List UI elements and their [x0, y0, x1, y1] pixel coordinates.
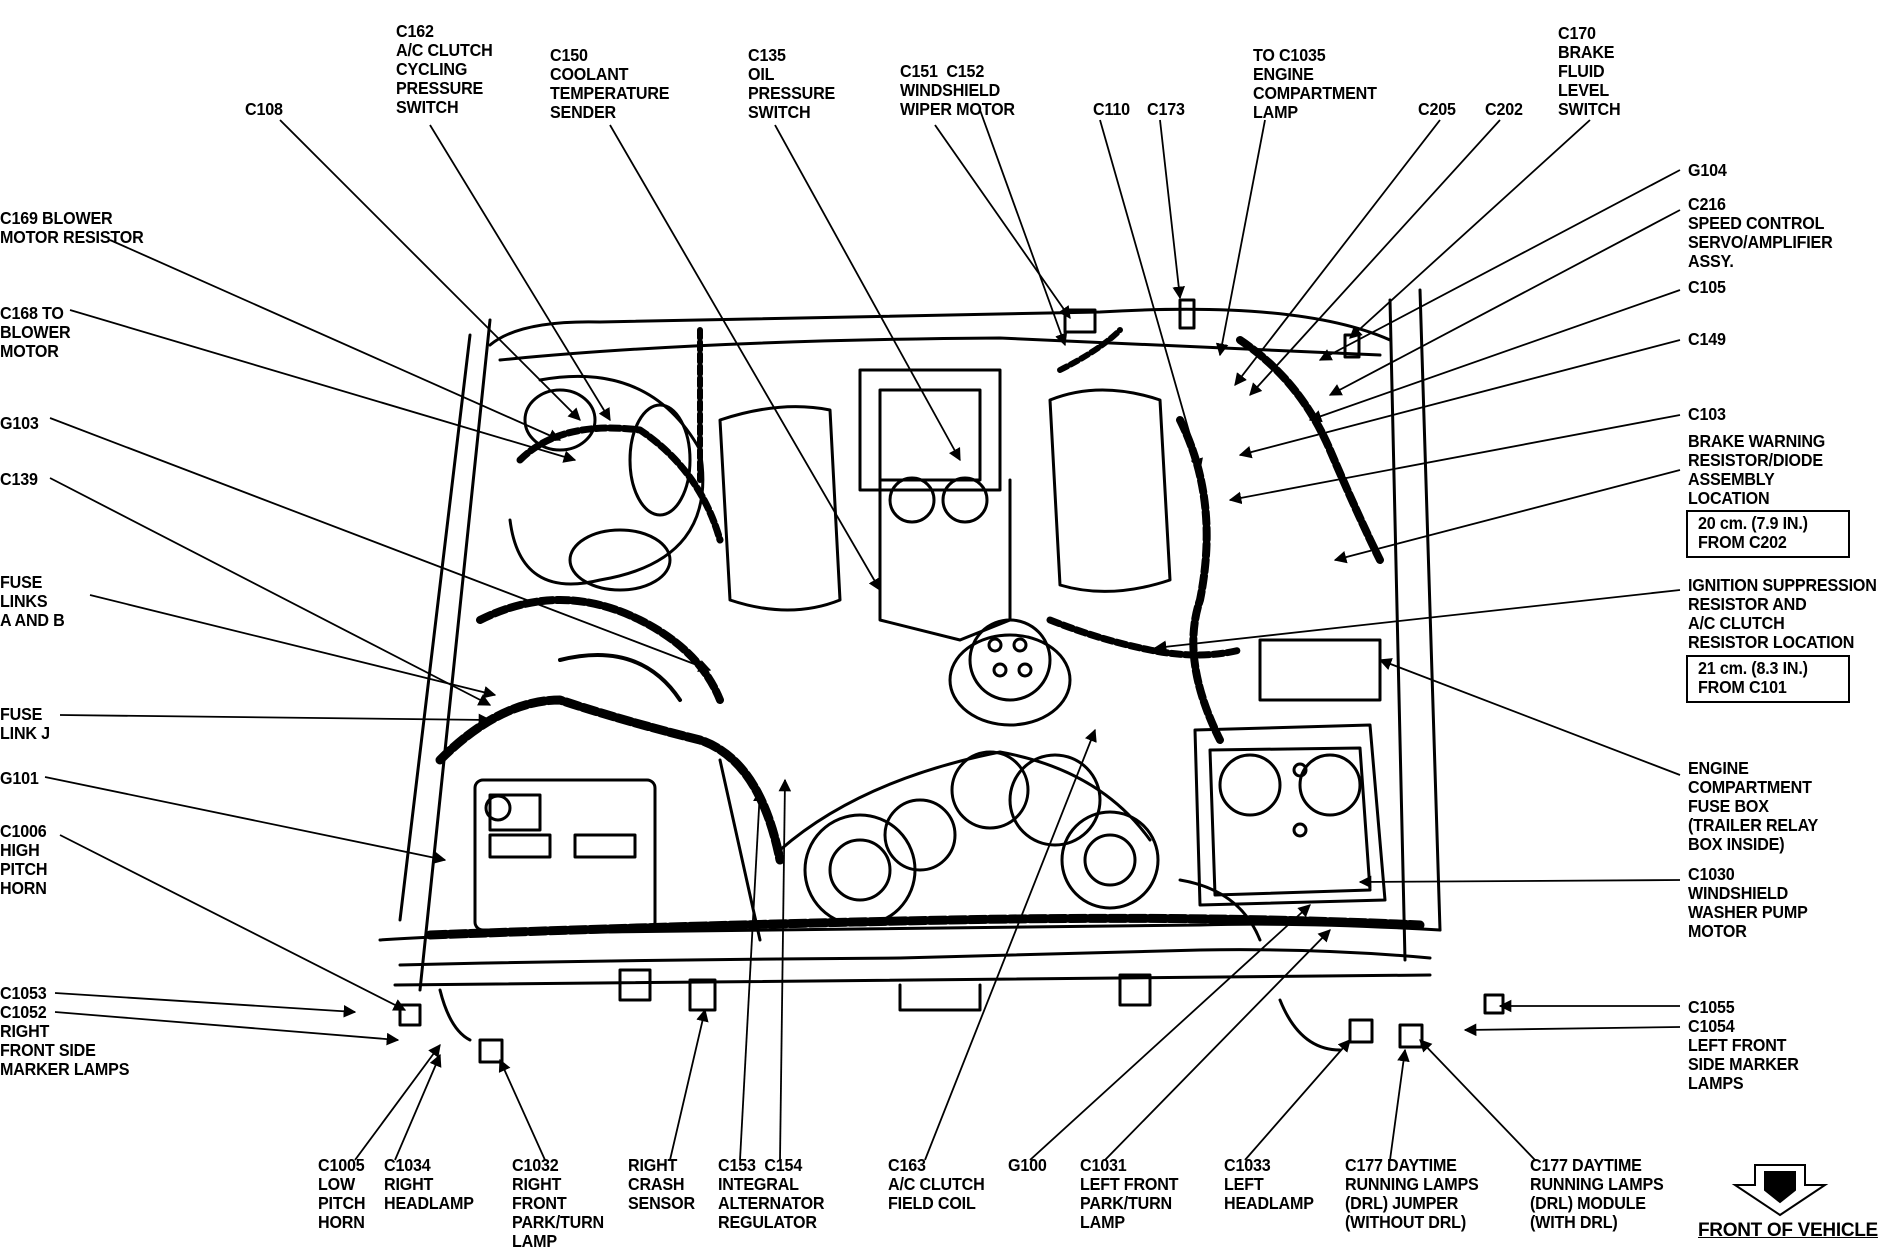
- label-c150: C150 COOLANT TEMPERATURE SENDER: [550, 45, 670, 122]
- label-c202: C202: [1485, 99, 1523, 119]
- label-c108: C108: [245, 99, 283, 119]
- label-c135: C135 OIL PRESSURE SWITCH: [748, 45, 836, 122]
- engine-drawing: [378, 288, 1505, 1064]
- label-c168: C168 TO BLOWER MOTOR: [0, 303, 71, 361]
- label-g104: G104: [1688, 160, 1727, 180]
- label-c163: C163 A/C CLUTCH FIELD COIL: [888, 1155, 985, 1213]
- label-c1006: C1006 HIGH PITCH HORN: [0, 821, 48, 898]
- label-c1005: C1005 LOW PITCH HORN: [318, 1155, 366, 1232]
- label-c1034: C1034 RIGHT HEADLAMP: [384, 1155, 474, 1213]
- label-measure-c202: 20 cm. (7.9 IN.) FROM C202: [1698, 513, 1808, 552]
- label-g100: G100: [1008, 1155, 1047, 1175]
- label-c177-module: C177 DAYTIME RUNNING LAMPS (DRL) MODULE …: [1530, 1155, 1664, 1232]
- label-c205: C205: [1418, 99, 1456, 119]
- label-c216: C216 SPEED CONTROL SERVO/AMPLIFIER ASSY.: [1688, 194, 1833, 271]
- label-c1031: C1031 LEFT FRONT PARK/TURN LAMP: [1080, 1155, 1179, 1232]
- label-c1053-c1052: C1053 C1052 RIGHT FRONT SIDE MARKER LAMP…: [0, 983, 130, 1079]
- label-c169: C169 BLOWER MOTOR RESISTOR: [0, 208, 144, 247]
- label-c173: C173: [1147, 99, 1185, 119]
- label-c1032: C1032 RIGHT FRONT PARK/TURN LAMP: [512, 1155, 604, 1251]
- front-of-vehicle-label: FRONT OF VEHICLE: [1698, 1220, 1878, 1241]
- label-fuse-link-j: FUSE LINK J: [0, 704, 50, 743]
- measure-box-c202: [1686, 510, 1850, 558]
- label-c139: C139: [0, 469, 38, 489]
- label-brake-warning: BRAKE WARNING RESISTOR/DIODE ASSEMBLY LO…: [1688, 431, 1826, 508]
- label-c170: C170 BRAKE FLUID LEVEL SWITCH: [1558, 23, 1621, 119]
- label-c110: C110: [1093, 99, 1130, 119]
- label-c151-c152: C151 C152 WINDSHIELD WIPER MOTOR: [900, 61, 1015, 119]
- label-c149: C149: [1688, 329, 1726, 349]
- label-g101: G101: [0, 768, 39, 788]
- label-c103: C103: [1688, 404, 1726, 424]
- front-arrow-icon: [1731, 1164, 1829, 1217]
- measure-box-c101: [1686, 655, 1850, 703]
- label-c162: C162 A/C CLUTCH CYCLING PRESSURE SWITCH: [396, 21, 493, 117]
- label-c1035: TO C1035 ENGINE COMPARTMENT LAMP: [1253, 45, 1377, 122]
- label-c1033: C1033 LEFT HEADLAMP: [1224, 1155, 1314, 1213]
- callout-lines: [44, 109, 1681, 1161]
- label-right-crash-sensor: RIGHT CRASH SENSOR: [628, 1155, 695, 1213]
- label-g103: G103: [0, 413, 39, 433]
- label-measure-c101: 21 cm. (8.3 IN.) FROM C101: [1698, 658, 1808, 697]
- label-c153-c154: C153 C154 INTEGRAL ALTERNATOR REGULATOR: [718, 1155, 825, 1232]
- label-fuse-links-a-b: FUSE LINKS A AND B: [0, 572, 65, 630]
- label-c105: C105: [1688, 277, 1726, 297]
- label-c177-jumper: C177 DAYTIME RUNNING LAMPS (DRL) JUMPER …: [1345, 1155, 1479, 1232]
- label-c1030: C1030 WINDSHIELD WASHER PUMP MOTOR: [1688, 864, 1808, 941]
- label-c1055-c1054: C1055 C1054 LEFT FRONT SIDE MARKER LAMPS: [1688, 997, 1799, 1093]
- label-ignition-suppression: IGNITION SUPPRESSION RESISTOR AND A/C CL…: [1688, 575, 1877, 652]
- label-engine-fuse-box: ENGINE COMPARTMENT FUSE BOX (TRAILER REL…: [1688, 758, 1819, 854]
